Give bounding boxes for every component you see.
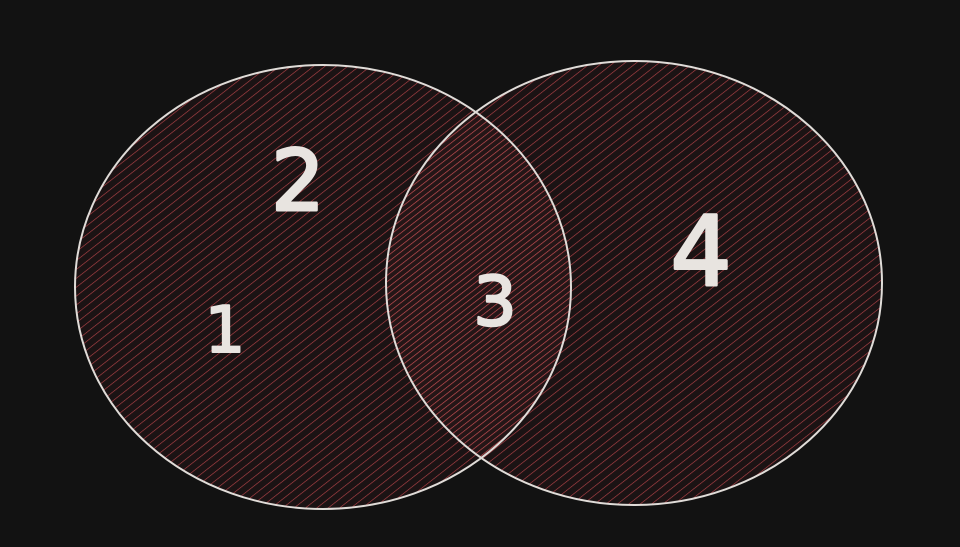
region-1-label: 1 [205,294,246,368]
left-circle-outline [74,64,572,510]
region-3-label: 3 [473,263,516,342]
intersection-region [386,65,571,505]
region-2-label: 2 [271,132,324,230]
region-4-label: 4 [670,196,731,308]
right-circle-outline [385,60,883,506]
